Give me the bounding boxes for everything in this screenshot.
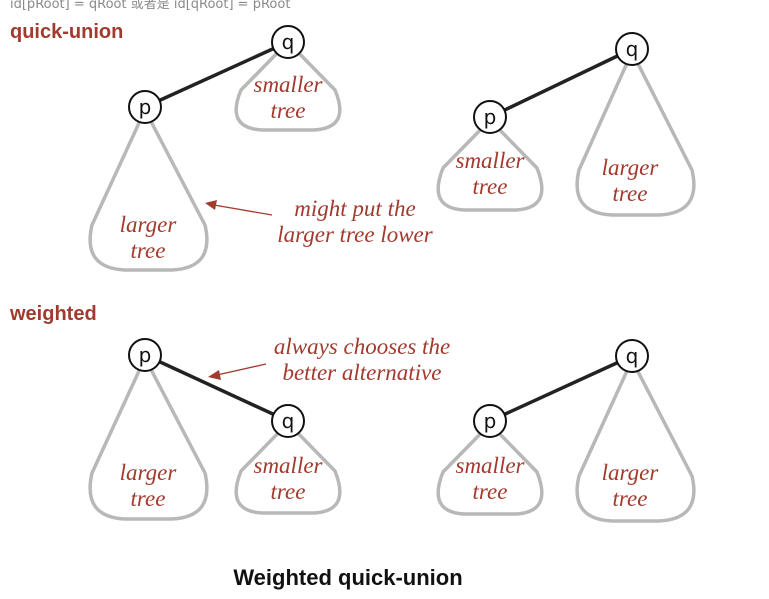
tree-label: tree: [473, 174, 508, 199]
annotation-weighted: always chooses the better alternative: [208, 334, 450, 385]
arrow-head: [208, 370, 221, 380]
tree-label: smaller: [254, 453, 324, 478]
w-left-group: p q larger tree smaller tree: [88, 338, 342, 521]
link-edge: [488, 354, 634, 423]
node-p: [473, 404, 507, 438]
header-text: id[pRoot] = qRoot 或者是 id[qRoot] = pRoot: [10, 0, 291, 12]
annotation-text: might put the: [294, 196, 415, 221]
tree-label: larger: [602, 155, 660, 180]
tree-outline-smaller: [234, 421, 342, 515]
tree-outline-smaller: [436, 118, 544, 212]
node-q: [615, 339, 649, 373]
annotation-text: always chooses the: [274, 334, 450, 359]
tree-label: smaller: [456, 148, 526, 173]
annotation-text: better alternative: [282, 360, 441, 385]
tree-label: larger: [120, 460, 178, 485]
qu-left-group: p q smaller tree larger tree: [88, 25, 342, 272]
figure-caption: Weighted quick-union: [233, 565, 462, 590]
annotation-text: larger tree lower: [277, 222, 433, 247]
tree-label: tree: [473, 479, 508, 504]
node-p: [128, 90, 162, 124]
node-label-p: p: [139, 343, 152, 367]
tree-label: tree: [131, 486, 166, 511]
tree-outline-smaller: [436, 422, 544, 516]
section-label-quick-union: quick-union: [10, 21, 123, 43]
arrow-head: [205, 200, 217, 210]
node-q: [271, 404, 305, 438]
node-label-p: p: [484, 409, 497, 433]
node-label-q: q: [282, 409, 295, 433]
tree-label: smaller: [254, 72, 324, 97]
w-right-group: p q smaller tree larger tree: [436, 339, 696, 523]
tree-outline-smaller: [234, 40, 342, 132]
node-label-q: q: [282, 30, 295, 54]
tree-label: tree: [271, 98, 306, 123]
tree-label: tree: [131, 238, 166, 263]
tree-label: smaller: [456, 453, 526, 478]
link-edge: [143, 353, 290, 423]
node-label-p: p: [139, 95, 152, 119]
tree-outline-larger: [88, 108, 209, 272]
tree-label: tree: [271, 479, 306, 504]
tree-label: larger: [602, 460, 660, 485]
node-label-q: q: [626, 37, 639, 61]
node-p: [128, 338, 162, 372]
annotation-arrow: [213, 204, 273, 216]
tree-outline-larger: [88, 356, 209, 521]
link-edge: [143, 40, 290, 109]
tree-outline-larger: [575, 358, 696, 523]
annotation-quick-union: might put the larger tree lower: [205, 196, 434, 247]
node-q: [615, 32, 649, 66]
node-label-p: p: [484, 105, 497, 129]
tree-label: tree: [613, 181, 648, 206]
annotation-arrow: [216, 363, 267, 376]
qu-right-group: p q smaller tree larger tree: [436, 32, 696, 217]
node-label-q: q: [626, 344, 639, 368]
section-label-weighted: weighted: [9, 303, 97, 325]
node-p: [473, 100, 507, 134]
tree-label: larger: [120, 212, 178, 237]
node-q: [271, 25, 305, 59]
tree-outline-larger: [575, 50, 696, 217]
tree-label: tree: [613, 486, 648, 511]
link-edge: [488, 47, 634, 119]
